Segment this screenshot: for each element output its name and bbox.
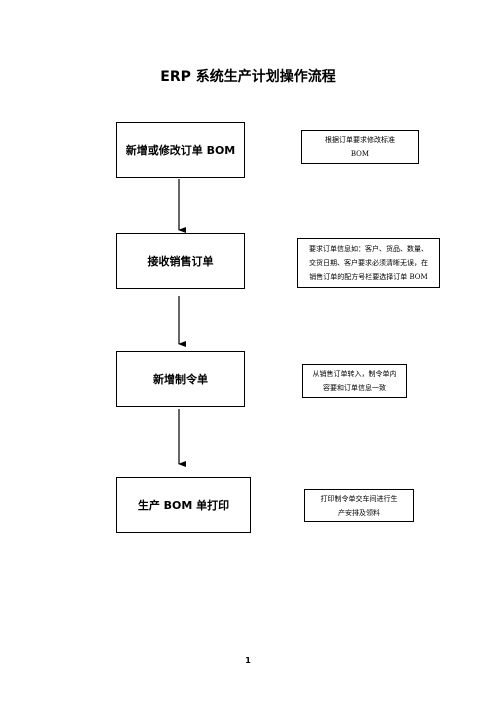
step-label: 接收销售订单 <box>147 255 214 268</box>
step-note-edit-order-bom: 根据订单要求修改标准 BOM <box>301 130 419 164</box>
step-box-new-production-order: 新增制令单 <box>116 351 245 407</box>
step-label: 生产 BOM 单打印 <box>137 499 230 512</box>
page-title: ERP 系统生产计划操作流程 <box>160 69 336 85</box>
note-line: 容要和订单信息一致 <box>323 384 386 392</box>
step-note-new-production-order: 从销售订单转入，制令单内 容要和订单信息一致 <box>302 364 407 398</box>
step-note-print-production-bom: 打印制令单交车间进行生 产安排及领料 <box>304 489 414 522</box>
note-line: BOM <box>350 150 370 158</box>
step-label: 新增或修改订单 BOM <box>125 144 236 157</box>
note-line: 从销售订单转入，制令单内 <box>312 370 397 378</box>
step-label: 新增制令单 <box>153 373 208 386</box>
note-line: 销售订单的配方号栏要选择订单 BOM <box>309 273 428 281</box>
note-line: 交货日期、客户要求必须清晰无误，在 <box>309 259 428 267</box>
step-box-edit-order-bom: 新增或修改订单 BOM <box>116 122 245 178</box>
step-note-receive-sales-order: 要求订单信息如：客户、货品、数量、 交货日期、客户要求必须清晰无误，在 销售订单… <box>297 238 440 288</box>
step-box-print-production-bom: 生产 BOM 单打印 <box>116 477 251 533</box>
note-line: 产安排及领料 <box>338 508 380 517</box>
note-line: 打印制令单交车间进行生 <box>320 494 398 503</box>
note-line: 根据订单要求修改标准 <box>325 136 395 144</box>
step-box-receive-sales-order: 接收销售订单 <box>116 233 245 289</box>
page-number: 1 <box>245 656 251 665</box>
note-line: 要求订单信息如：客户、货品、数量、 <box>309 245 428 253</box>
